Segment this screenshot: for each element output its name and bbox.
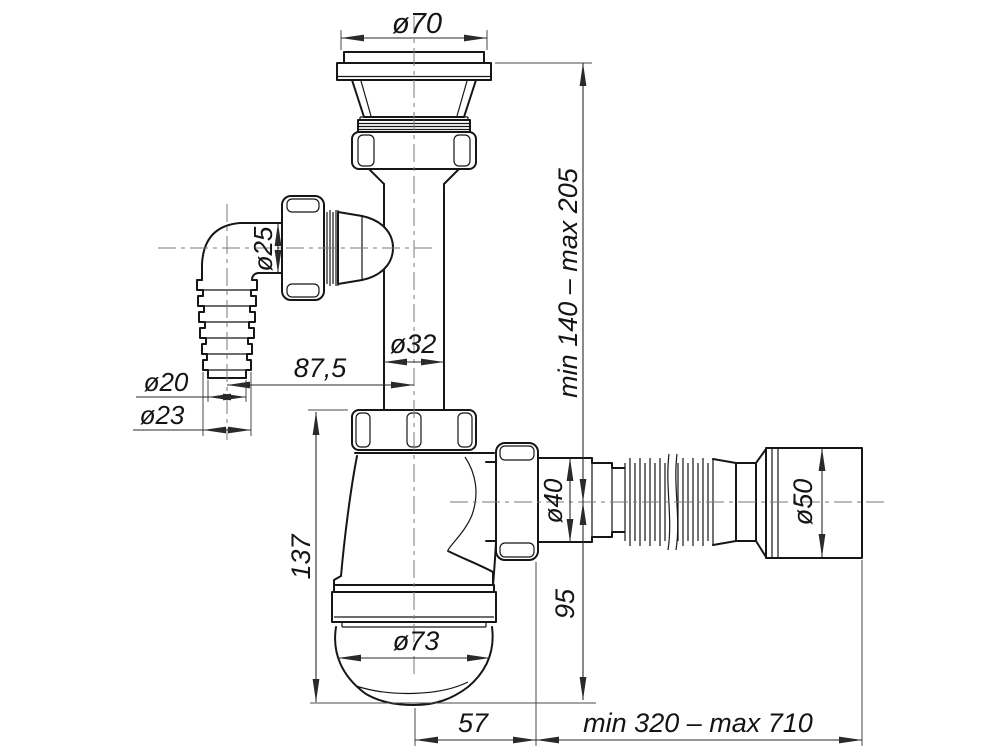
dim-inlet-tube-diameter: ø32 bbox=[384, 329, 444, 366]
dim-reach-range: min 320 – max 710 bbox=[536, 708, 862, 744]
dim-label-side-inlet-diameter: ø25 bbox=[248, 226, 278, 271]
dim-height-range: min 140 – max 205 bbox=[553, 63, 587, 502]
dim-outlet-diameter: ø40 bbox=[538, 458, 574, 542]
elbow-hose-barb bbox=[196, 222, 285, 379]
trap-cup bbox=[334, 626, 494, 706]
dim-label-height-range: min 140 – max 205 bbox=[553, 167, 583, 398]
dim-cup-diameter: ø73 bbox=[338, 626, 490, 662]
dim-label-outlet-axis-drop: 95 bbox=[550, 588, 580, 619]
inlet-tube bbox=[383, 183, 445, 411]
dim-side-inlet-offset: 87,5 bbox=[227, 353, 414, 389]
dim-label-inlet-tube-diameter: ø32 bbox=[390, 329, 437, 359]
dim-label-hose-barb-inner: ø20 bbox=[144, 367, 189, 397]
dim-label-reach-range: min 320 – max 710 bbox=[583, 708, 813, 738]
dim-flange-diameter: ø70 bbox=[341, 8, 487, 42]
flexible-hose bbox=[624, 448, 767, 558]
dim-cuff-diameter: ø50 bbox=[788, 448, 826, 557]
dim-label-outlet-offset: 57 bbox=[458, 708, 489, 738]
dim-label-flange-diameter: ø70 bbox=[392, 8, 442, 40]
dim-label-cuff-diameter: ø50 bbox=[788, 479, 818, 526]
end-cuff bbox=[765, 447, 863, 559]
dim-body-height: 137 bbox=[286, 412, 320, 702]
dim-hose-barb-outer: ø23 bbox=[133, 400, 251, 434]
dim-hose-barb-inner: ø20 bbox=[136, 367, 246, 401]
dim-label-body-height: 137 bbox=[286, 533, 316, 579]
dim-outlet-axis-drop: 95 bbox=[550, 502, 587, 700]
extension-lines bbox=[202, 30, 863, 746]
dim-side-inlet-diameter: ø25 bbox=[248, 223, 282, 273]
dim-label-side-inlet-offset: 87,5 bbox=[294, 353, 348, 383]
dim-outlet-offset: 57 bbox=[415, 708, 536, 744]
dim-label-cup-diameter: ø73 bbox=[393, 626, 440, 656]
trap-body bbox=[331, 452, 497, 628]
dim-label-outlet-diameter: ø40 bbox=[538, 478, 568, 523]
centerlines bbox=[158, 16, 884, 676]
dim-label-hose-barb-outer: ø23 bbox=[140, 400, 185, 430]
